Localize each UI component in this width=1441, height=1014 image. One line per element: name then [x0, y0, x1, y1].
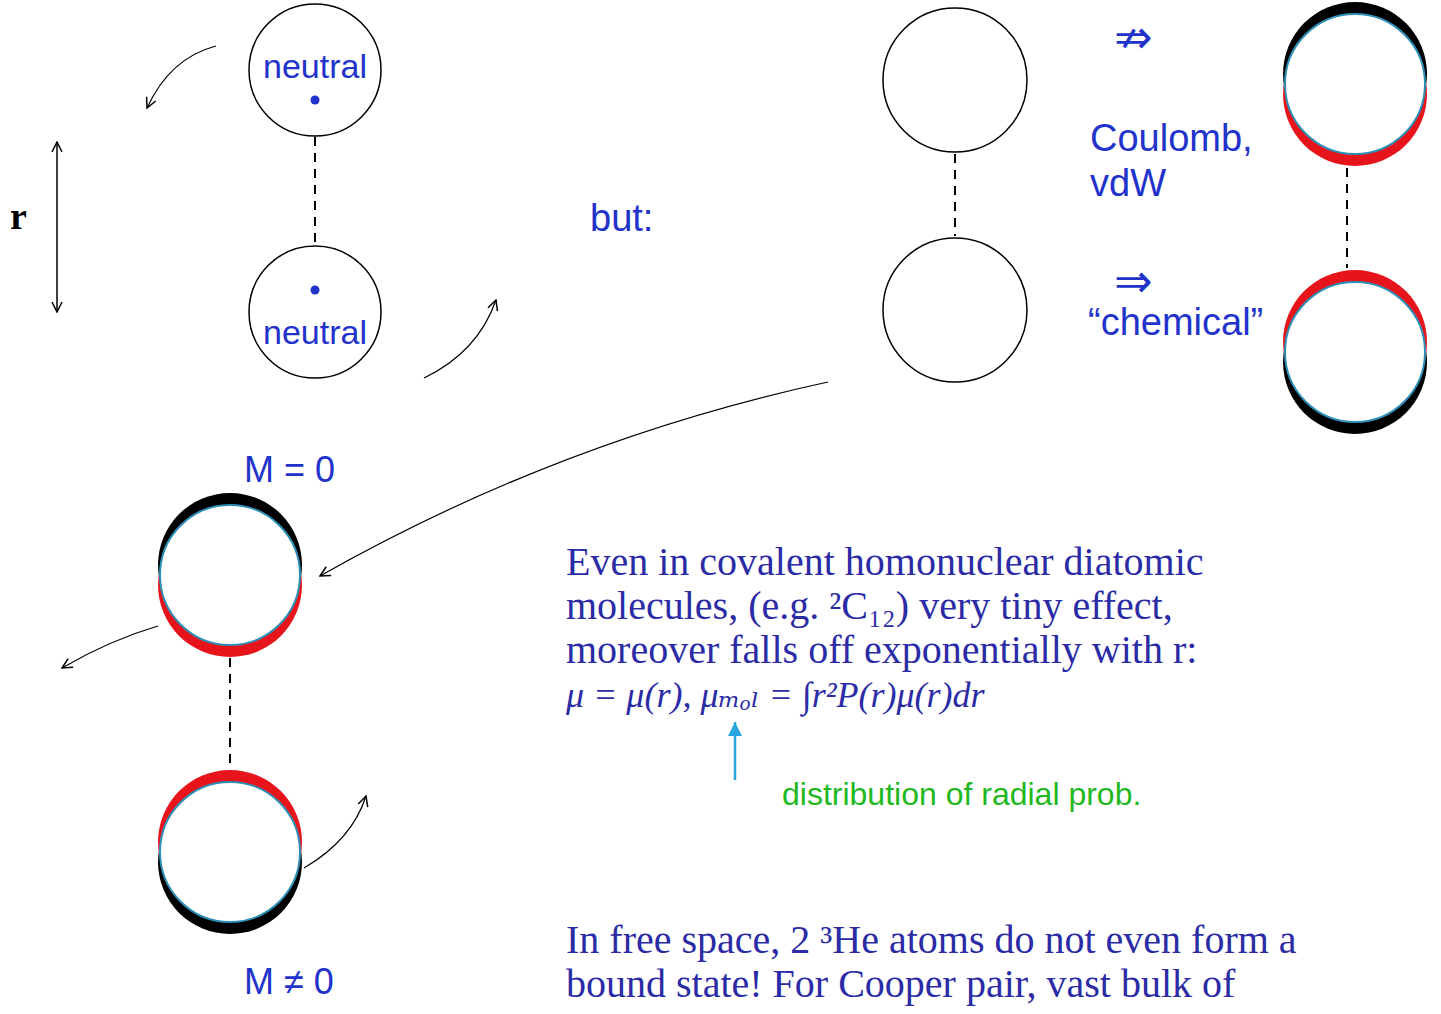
atom-label: neutral [263, 313, 367, 352]
atom-circle [249, 246, 381, 378]
label-slot: r [10, 194, 27, 240]
atom-circle [883, 8, 1027, 152]
label-slot: distribution of radial prob. [782, 775, 1141, 813]
atom-circle [160, 505, 300, 645]
label-slot: In free space, 2 ³He atoms do not even f… [566, 918, 1326, 1006]
atom-label: neutral [263, 47, 367, 86]
implication-symbol: ⇏ [1114, 10, 1153, 65]
label-slot: ⇒ [1114, 254, 1153, 309]
polarised-atom [158, 493, 302, 657]
atom-outline [248, 245, 382, 379]
motion-arrow [304, 796, 366, 868]
motion-arrow [62, 626, 158, 668]
moment-label: M = 0 [244, 448, 335, 491]
polarised-atom [158, 770, 302, 934]
implication-symbol: ⇒ [1114, 254, 1153, 309]
note-text: Even in covalent homonuclear diatomic mo… [566, 540, 1326, 672]
label-slot: μ = μ(r), μₘₒₗ = ∫r²P(r)μ(r)dr [566, 674, 985, 717]
polarised-atom [1283, 270, 1427, 434]
note-text: In free space, 2 ³He atoms do not even f… [566, 918, 1326, 1006]
force-label: “chemical” [1088, 300, 1263, 346]
nucleus-dot [311, 286, 320, 295]
label-slot: Even in covalent homonuclear diatomic mo… [566, 540, 1326, 672]
label-slot: but: [590, 196, 653, 242]
label-slot: “chemical” [1088, 300, 1263, 346]
atom-node: neutral [248, 245, 382, 379]
polarised-atom [1283, 2, 1427, 166]
atom-circle [160, 782, 300, 922]
dashed-bond [229, 658, 231, 768]
motion-arrow [147, 46, 216, 108]
atom-circle [249, 4, 381, 136]
dashed-bond [954, 154, 956, 236]
atom-circle [883, 238, 1027, 382]
formula: μ = μ(r), μₘₒₗ = ∫r²P(r)μ(r)dr [566, 674, 985, 717]
pointer-arrow [734, 722, 737, 780]
distance-label: r [10, 194, 27, 240]
dashed-bond [1346, 168, 1348, 268]
label-slot: M ≠ 0 [244, 960, 334, 1003]
motion-arrow [424, 300, 496, 378]
label-slot: ⇏ [1114, 10, 1153, 65]
atom-circle [1285, 282, 1425, 422]
note-text: but: [590, 196, 653, 242]
nucleus-dot [311, 96, 320, 105]
annotation: distribution of radial prob. [782, 775, 1141, 813]
moment-label: M ≠ 0 [244, 960, 334, 1003]
label-slot: M = 0 [244, 448, 335, 491]
distance-arrow [56, 142, 58, 312]
force-label: Coulomb, vdW [1090, 116, 1305, 206]
atom-circle [1285, 14, 1425, 154]
atom-node: neutral [248, 3, 382, 137]
label-slot: Coulomb, vdW [1090, 116, 1305, 206]
dashed-bond [314, 137, 316, 245]
